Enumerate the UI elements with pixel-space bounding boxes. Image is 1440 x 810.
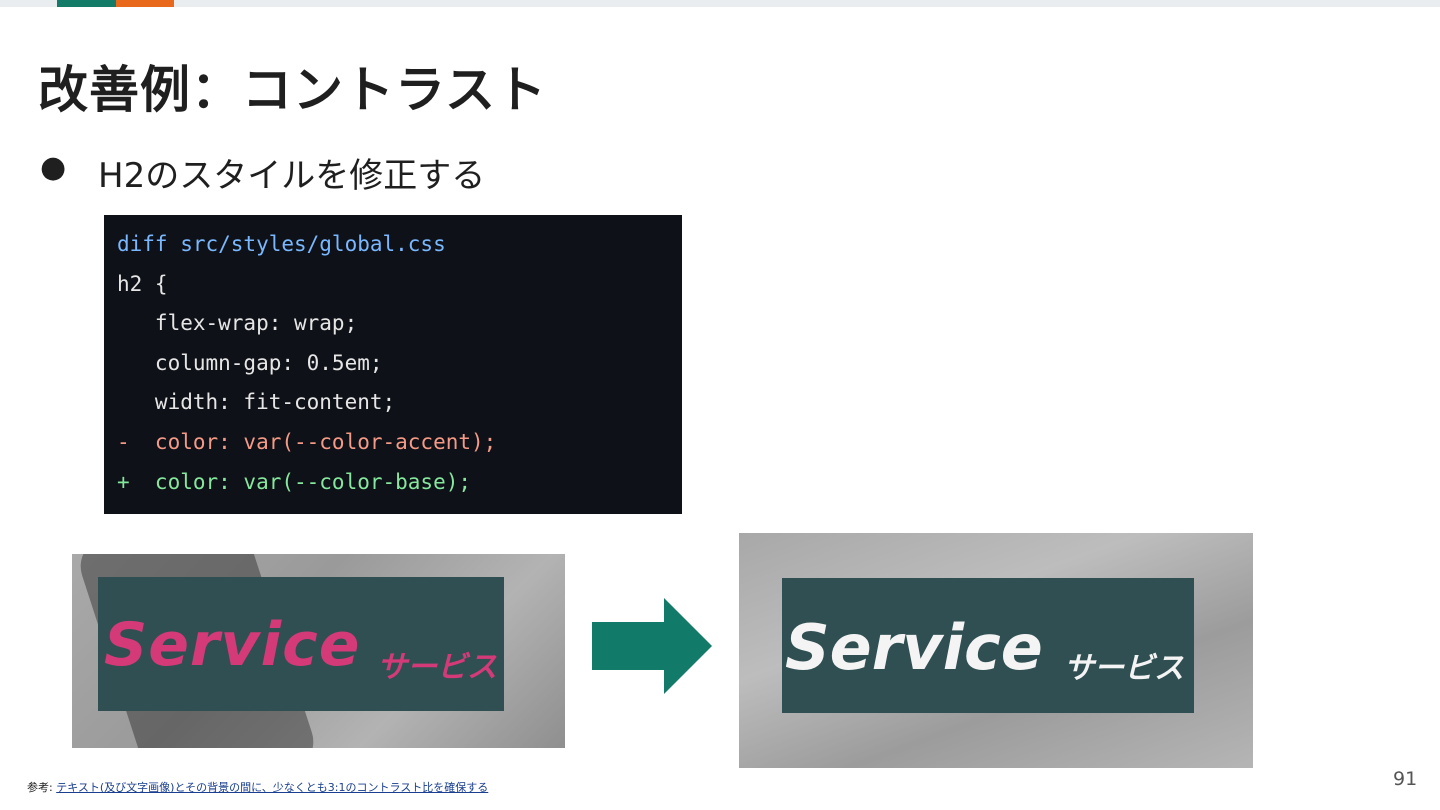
- before-image: Service サービス: [72, 554, 565, 748]
- code-line-added: + color: var(--color-base);: [117, 469, 472, 494]
- slide-title: 改善例：コントラスト: [38, 61, 547, 119]
- code-line: column-gap: 0.5em;: [117, 350, 383, 375]
- code-line: h2 {: [117, 271, 168, 296]
- reference-note: 参考: テキスト(及び文字画像)とその背景の間に、少なくとも3:1のコントラスト…: [27, 779, 488, 795]
- code-line-removed: - color: var(--color-accent);: [117, 429, 497, 454]
- heading-kana: サービス: [1064, 651, 1184, 686]
- accent-bar-orange: [116, 0, 174, 7]
- code-line-file: diff src/styles/global.css: [117, 232, 446, 256]
- page-number: 91: [1393, 768, 1418, 790]
- arrow-right-icon: [592, 598, 712, 694]
- heading-panel: [782, 578, 1194, 713]
- code-line: flex-wrap: wrap;: [117, 311, 358, 336]
- reference-prefix: 参考:: [27, 781, 57, 794]
- reference-link[interactable]: テキスト(及び文字画像)とその背景の間に、少なくとも3:1のコントラスト比を確保…: [56, 781, 489, 794]
- bullet-text: H2のスタイルを修正する: [98, 156, 486, 196]
- heading-kana: サービス: [377, 650, 497, 685]
- heading-panel: [98, 577, 504, 711]
- heading-word: Service: [785, 611, 1043, 684]
- bullet-marker: ●: [40, 150, 67, 185]
- after-image: Service サービス: [739, 533, 1253, 768]
- top-accent-bar: [0, 0, 1440, 7]
- code-block: diff src/styles/global.css h2 { flex-wra…: [104, 215, 682, 514]
- code-line: width: fit-content;: [117, 390, 396, 415]
- accent-bar-green: [57, 0, 116, 7]
- heading-word: Service: [104, 610, 361, 680]
